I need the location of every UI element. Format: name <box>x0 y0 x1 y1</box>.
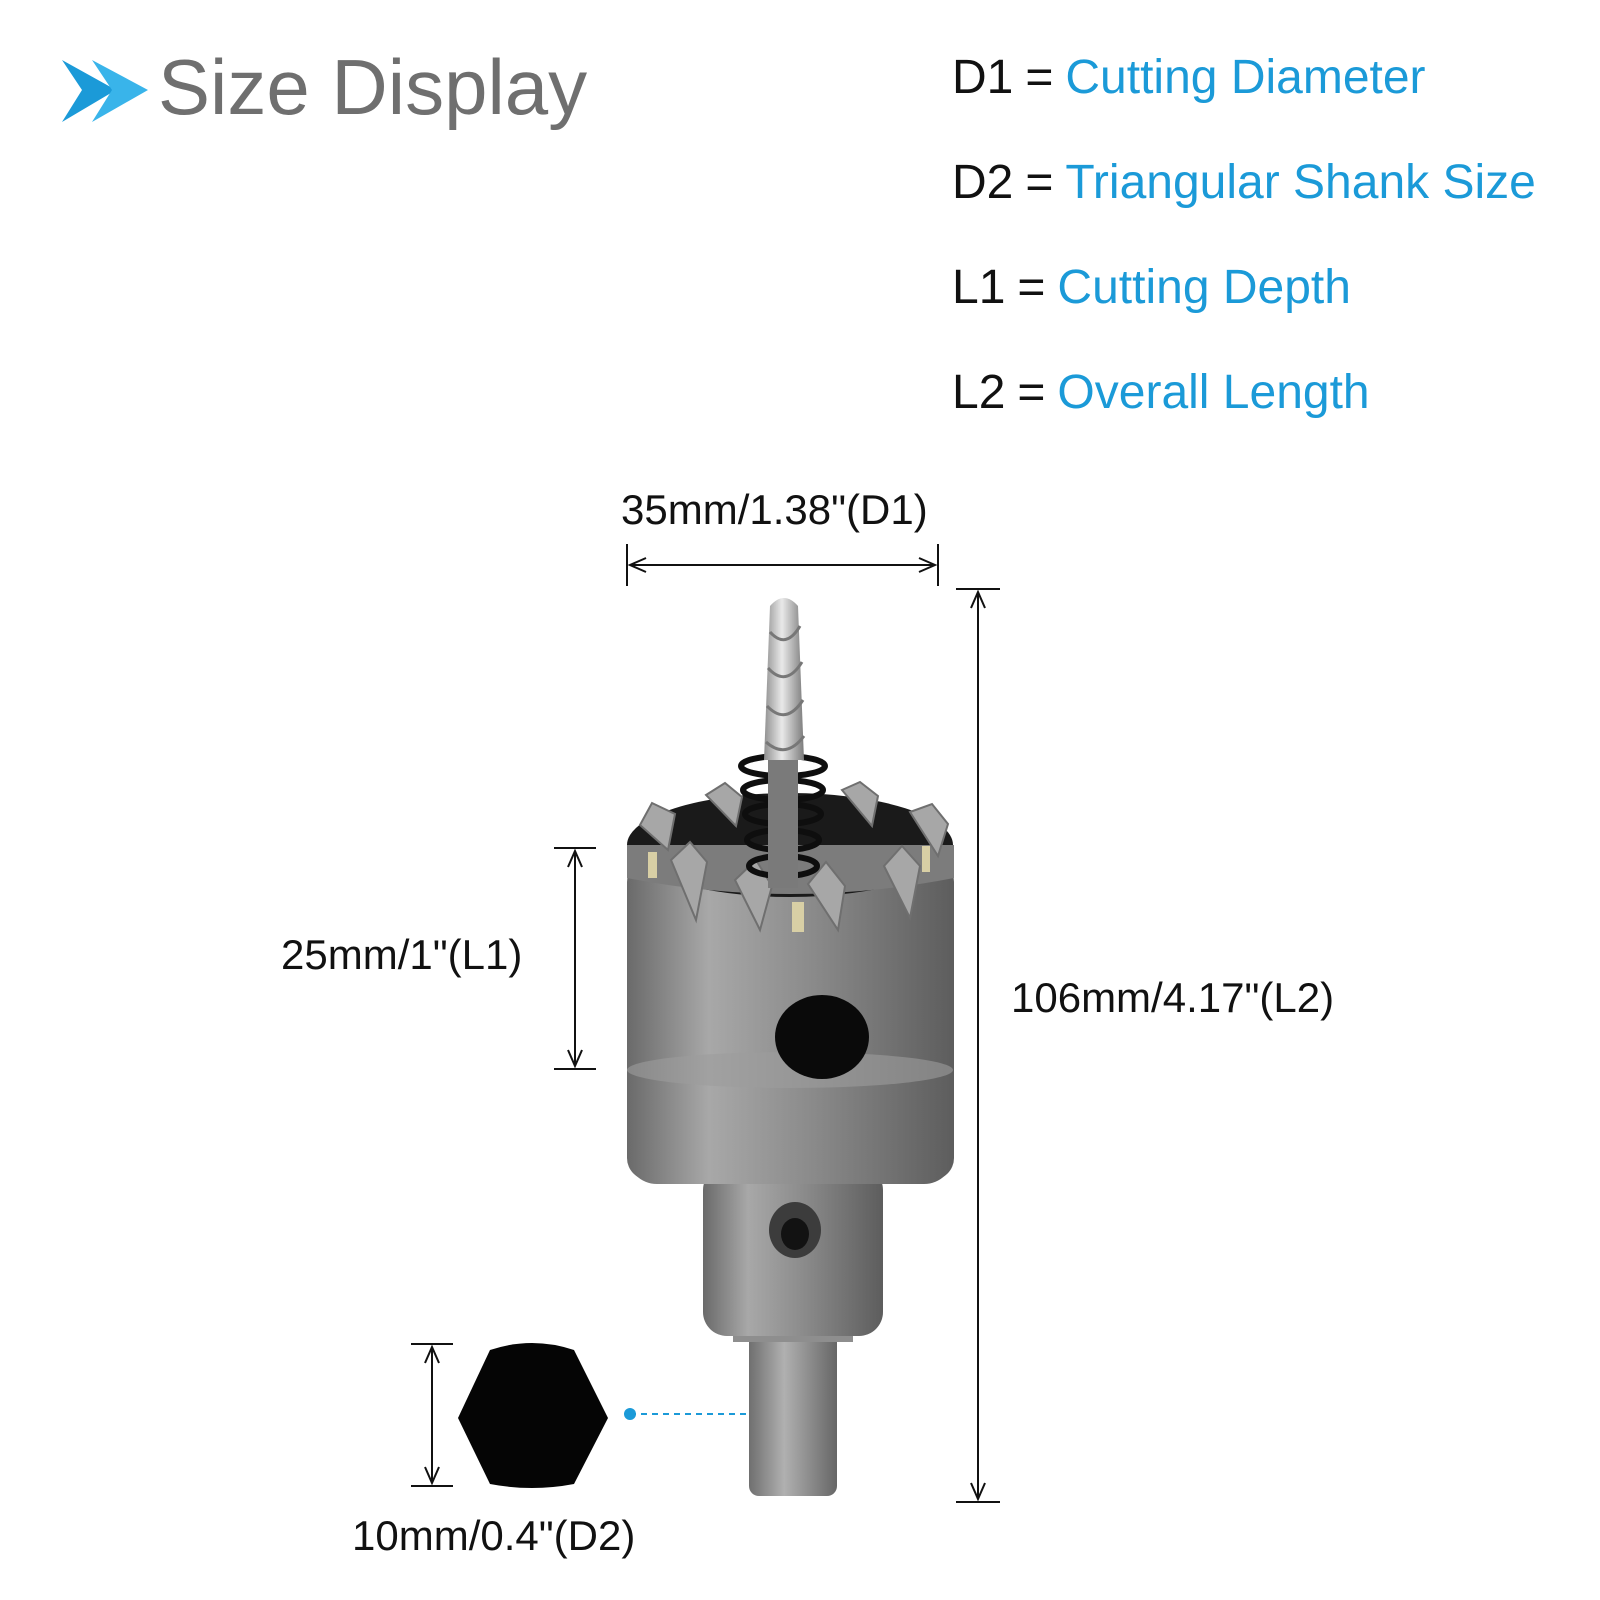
legend-equals: = <box>1017 366 1046 419</box>
legend-value: Cutting Depth <box>1057 261 1351 314</box>
d2-dimension-line <box>411 1343 453 1487</box>
legend-row-d2: D2=Triangular Shank Size <box>952 159 1572 264</box>
legend-value: Overall Length <box>1057 366 1370 419</box>
legend-key: D1 <box>952 51 1014 104</box>
legend-key: D2 <box>952 156 1014 209</box>
legend: D1=Cutting Diameter D2=Triangular Shank … <box>952 54 1572 474</box>
legend-equals: = <box>1025 156 1054 209</box>
legend-row-l1: L1=Cutting Depth <box>952 264 1572 369</box>
shank-cross-section-shape <box>458 1343 608 1488</box>
legend-row-l2: L2=Overall Length <box>952 369 1572 474</box>
l2-dimension-label: 106mm/4.17"(L2) <box>1011 974 1335 1021</box>
page-title: Size Display <box>158 43 588 131</box>
d1-dimension-label: 35mm/1.38"(D1) <box>621 486 928 533</box>
hole-saw-illustration <box>627 598 954 1496</box>
legend-row-d1: D1=Cutting Diameter <box>952 54 1572 159</box>
legend-key: L2 <box>952 366 1006 419</box>
legend-equals: = <box>1025 51 1054 104</box>
legend-key: L1 <box>952 261 1006 314</box>
d2-dimension-label: 10mm/0.4"(D2) <box>352 1512 636 1559</box>
l1-dimension-label: 25mm/1"(L1) <box>281 931 523 978</box>
d1-dimension-line <box>626 544 939 586</box>
l2-dimension-line <box>956 588 1000 1503</box>
double-arrow-icon <box>62 60 148 122</box>
l1-dimension-line <box>554 847 596 1070</box>
legend-value: Cutting Diameter <box>1065 51 1426 104</box>
legend-equals: = <box>1017 261 1046 314</box>
legend-value: Triangular Shank Size <box>1065 156 1536 209</box>
